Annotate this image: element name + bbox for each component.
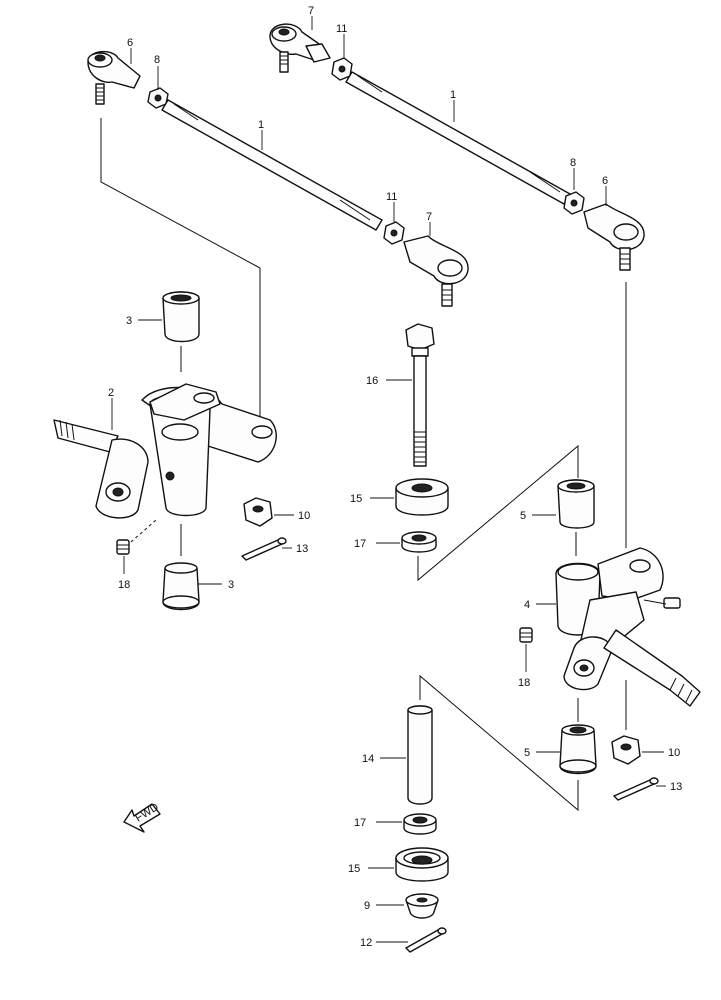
bushing-5-upper	[557, 479, 595, 529]
label-bushing-5-upper: 5	[520, 510, 526, 522]
nut-11-mid	[383, 221, 405, 245]
center-column	[395, 323, 579, 582]
fitting-18-right	[519, 627, 533, 643]
label-nut-10-right: 10	[668, 747, 680, 759]
fitting-18-left	[116, 519, 157, 555]
lower-column	[395, 674, 579, 953]
bushing-3-lower	[162, 562, 200, 611]
label-rod-end-6-left: 6	[127, 37, 133, 49]
label-bushing-3-upper: 3	[126, 315, 132, 327]
label-rod-end-7-mid: 7	[426, 211, 432, 223]
tie-rod-assembly-left	[87, 51, 469, 418]
label-rod-end-6-right: 6	[602, 175, 608, 187]
label-bolt-16: 16	[366, 375, 378, 387]
label-nut-8-right: 8	[570, 157, 576, 169]
bolt-16	[405, 323, 435, 467]
spacer-17-upper	[401, 531, 437, 553]
nut-8-right	[563, 191, 585, 215]
nut-10-right	[611, 735, 641, 765]
rod-end-7-top	[269, 23, 331, 73]
part-labels: 6 8 1 7 11 1 11 7 8 6 3 2 18 3 10 13 16 …	[108, 5, 682, 949]
cotter-13-left	[241, 537, 287, 561]
tie-rod-assembly-right	[269, 23, 645, 548]
label-knuckle-4: 4	[524, 599, 530, 611]
label-tie-rod-left: 1	[258, 119, 264, 131]
label-rod-end-7-top: 7	[308, 5, 314, 17]
label-fitting-18-right: 18	[518, 677, 530, 689]
label-cotter-13-left: 13	[296, 543, 308, 555]
front-arrow-icon: FWD	[123, 801, 161, 833]
rod-end-6-right	[583, 203, 645, 271]
label-pin-14: 14	[362, 753, 374, 765]
knuckle-assembly-left	[53, 291, 287, 611]
pin-14	[407, 705, 433, 805]
label-bushing-3-lower: 3	[228, 579, 234, 591]
knuckle-2-left	[53, 383, 277, 519]
label-washer-9: 9	[364, 900, 370, 912]
tie-rod-1-right	[345, 71, 571, 205]
label-bearing-15-upper: 15	[350, 493, 362, 505]
label-nut-8-left: 8	[154, 54, 160, 66]
tie-rod-1-left	[161, 99, 383, 231]
bushing-3-upper	[162, 291, 200, 343]
label-cotter-12: 12	[360, 937, 372, 949]
knuckle-assembly-right	[519, 282, 701, 801]
bushing-5-lower	[559, 724, 597, 775]
label-nut-11-mid: 11	[386, 191, 397, 203]
label-spacer-17-upper: 17	[354, 538, 366, 550]
bearing-15-upper	[395, 478, 449, 516]
assembly-line-left	[100, 118, 261, 418]
knuckle-4-right	[555, 547, 701, 707]
cotter-13-right	[613, 777, 659, 801]
label-nut-10-left: 10	[298, 510, 310, 522]
leaders	[111, 16, 666, 943]
label-bearing-15-lower: 15	[348, 863, 360, 875]
washer-9	[405, 893, 439, 919]
label-bushing-5-lower: 5	[524, 747, 530, 759]
label-nut-11-top: 11	[336, 23, 347, 35]
label-cotter-13-right: 13	[670, 781, 682, 793]
cotter-12	[405, 927, 447, 953]
label-spacer-17-lower: 17	[354, 817, 366, 829]
rod-end-6-left	[87, 51, 141, 105]
label-knuckle-2: 2	[108, 387, 114, 399]
nut-10-left	[243, 497, 273, 527]
label-fitting-18-left: 18	[118, 579, 130, 591]
bearing-15-lower	[395, 847, 449, 882]
spacer-17-lower	[403, 813, 437, 835]
rod-end-7-mid	[403, 235, 469, 307]
label-tie-rod-right: 1	[450, 89, 456, 101]
